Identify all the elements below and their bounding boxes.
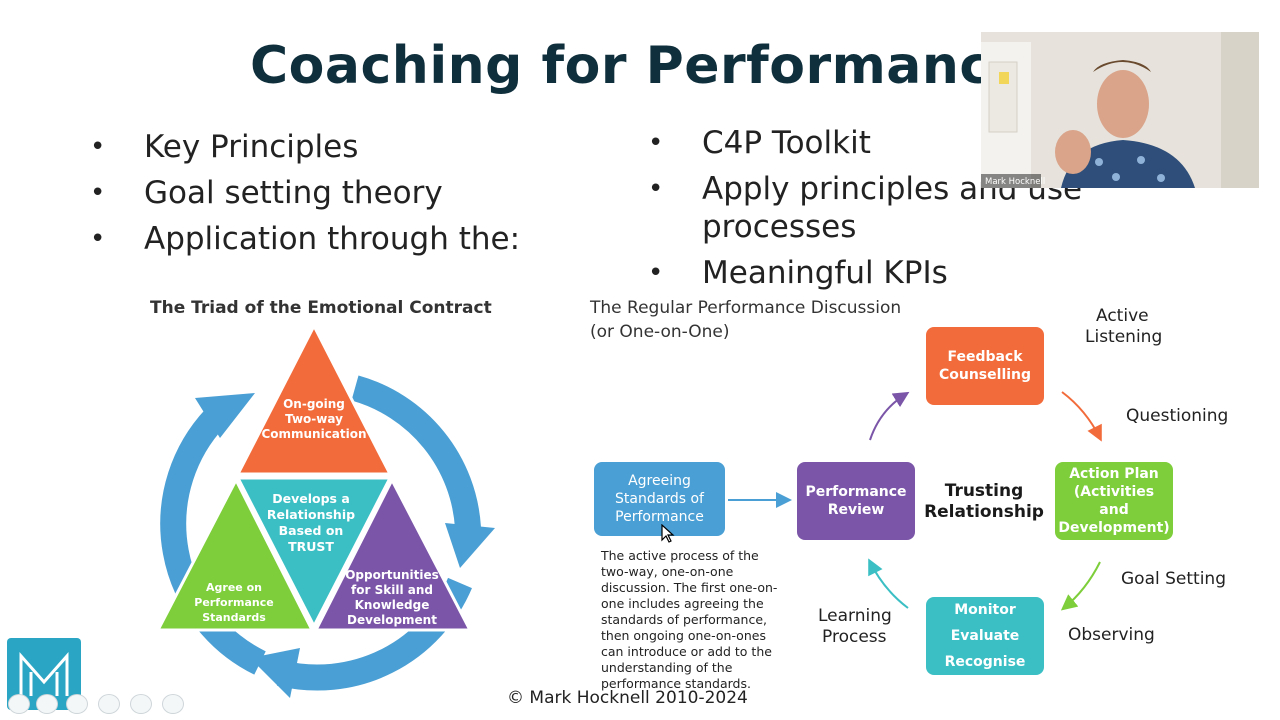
ring-arrowhead — [195, 393, 255, 438]
triad-top-line: Two-way — [285, 412, 343, 426]
feedback-counselling-box: Feedback Counselling — [926, 327, 1044, 405]
copyright-text: © Mark Hocknell 2010-2024 — [507, 688, 748, 708]
monitor-line: Recognise — [944, 654, 1026, 670]
triad-right-line: Development — [347, 613, 437, 627]
questioning-label: Questioning — [1126, 406, 1229, 426]
presenter-name-tag: Mark Hocknell — [985, 177, 1045, 187]
triad-center-line: Develops a — [272, 491, 350, 506]
next-slide-button[interactable] — [36, 694, 58, 714]
arrow-feedback-to-action — [1061, 391, 1102, 442]
triad-left-line: Agree on — [206, 581, 262, 594]
triad-left-line: Performance — [194, 596, 273, 609]
monitor-line: Monitor — [954, 602, 1016, 618]
ring-arrowhead — [445, 523, 495, 568]
goal-setting-label: Goal Setting — [1121, 569, 1226, 589]
bullet-item: Meaningful KPIs — [648, 254, 1094, 292]
trusting-relationship-line1: Trusting — [944, 481, 1024, 501]
arrow-review-to-feedback — [869, 391, 910, 441]
mouse-cursor-icon — [661, 524, 675, 543]
ring-arc-right — [351, 375, 481, 530]
learning-process-line1: Learning — [818, 606, 892, 626]
triad-heading: The Triad of the Emotional Contract — [150, 298, 492, 318]
active-listening-line1: Active — [1096, 306, 1149, 326]
presenter-image: Mark Hocknell — [981, 32, 1259, 188]
bullet-item: Application through the: — [90, 216, 616, 262]
triad-right-line: Opportunities — [345, 568, 439, 582]
triad-top-line: Communication — [261, 427, 366, 441]
triad-center-line: Based on — [279, 523, 344, 538]
arrow-action-to-monitor — [1060, 561, 1101, 611]
action-plan-box: Action Plan (Activities and Development) — [1055, 462, 1173, 540]
observing-label: Observing — [1068, 625, 1155, 645]
performance-review-box: Performance Review — [797, 462, 915, 540]
cycle-heading-line1: The Regular Performance Discussion — [590, 298, 902, 318]
trusting-relationship-line2: Relationship — [924, 502, 1044, 522]
learning-process-line2: Process — [822, 627, 887, 647]
monitor-line: Evaluate — [950, 628, 1020, 644]
triad-right-line: Knowledge — [355, 598, 430, 612]
slides-grid-button[interactable] — [98, 694, 120, 714]
triad-left-line: Standards — [202, 611, 266, 624]
triad-right-triangle — [313, 476, 473, 632]
bullet-item: Goal setting theory — [90, 170, 616, 216]
slide-title: Coaching for Performance — [250, 36, 1027, 96]
agreeing-standards-box: Agreeing Standards of Performance — [594, 462, 725, 536]
bullet-item: Key Principles — [90, 124, 616, 170]
triad-right-line: for Skill and — [351, 583, 433, 597]
pen-tool-button[interactable] — [66, 694, 88, 714]
triad-center-triangle — [235, 476, 393, 630]
triad-left-triangle — [155, 476, 315, 632]
more-options-button[interactable] — [162, 694, 184, 714]
arrow-monitor-to-review — [868, 558, 909, 609]
prev-slide-button[interactable] — [8, 694, 30, 714]
cycle-heading-line2: (or One-on-One) — [590, 322, 730, 342]
triad-diagram: On-going Two-way Communication Develops … — [155, 322, 495, 698]
triad-top-line: On-going — [283, 397, 345, 411]
cycle-description: The active process of the two-way, one-o… — [601, 548, 778, 691]
triad-center-line: Relationship — [267, 507, 355, 522]
triad-top-triangle — [235, 322, 393, 476]
ring-arc-left — [160, 409, 266, 675]
presenter-video: Mark Hocknell — [981, 32, 1259, 188]
bullet-item: C4P Toolkit — [648, 124, 1094, 162]
ring-arrowhead — [250, 648, 300, 698]
monitor-box: Monitor Evaluate Recognise — [926, 597, 1044, 675]
active-listening-line2: Listening — [1085, 327, 1163, 347]
left-bullet-list: Key Principles Goal setting theory Appli… — [90, 124, 616, 262]
logo-mark-icon — [19, 652, 69, 696]
triad-center-line: TRUST — [288, 539, 334, 554]
zoom-button[interactable] — [130, 694, 152, 714]
cycle-arrows — [728, 391, 1102, 611]
